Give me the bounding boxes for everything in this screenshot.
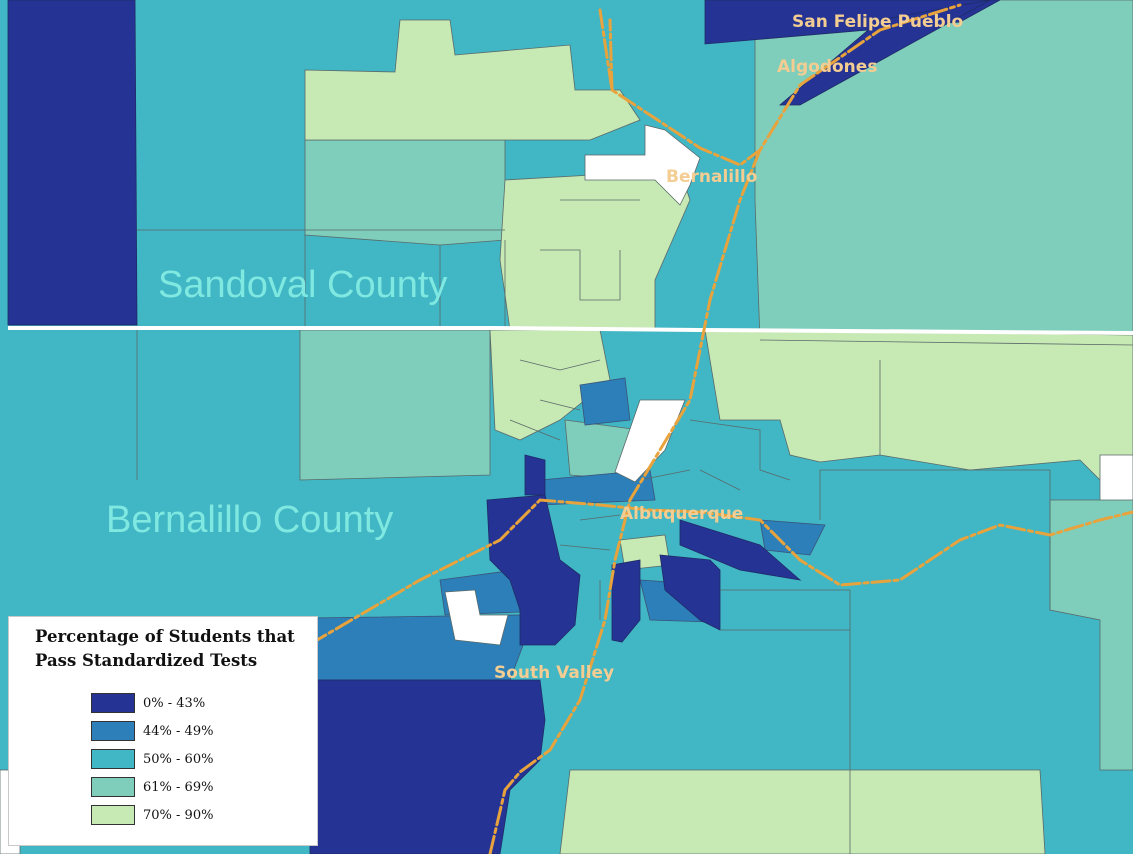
map-legend: Percentage of Students that Pass Standar… <box>8 616 318 846</box>
region-south-valley-gap <box>444 589 509 646</box>
region-central-south <box>611 559 641 643</box>
label-san-felipe-pueblo: San Felipe Pueblo <box>792 12 963 32</box>
region-southwest-large <box>309 679 546 854</box>
legend-swatch <box>91 777 135 797</box>
label-bernalillo-county: Bernalillo County <box>106 499 393 541</box>
tract-line <box>819 469 1051 610</box>
region-north-central <box>304 19 641 141</box>
legend-swatch <box>91 805 135 825</box>
tract-line <box>559 514 621 620</box>
legend-item-0-43: 0% - 43% <box>91 692 205 714</box>
road-i25 <box>598 3 962 167</box>
region-west-blocks <box>579 377 631 426</box>
label-algodones: Algodones <box>777 57 877 77</box>
tract-line <box>720 589 851 854</box>
regions-0-43 <box>7 0 1001 854</box>
road-i25-south <box>488 148 762 854</box>
region-south-mesa <box>559 769 1046 854</box>
region-ne-large <box>754 0 1133 341</box>
label-south-valley: South Valley <box>494 663 614 683</box>
tract-line <box>509 359 601 441</box>
tract-line <box>540 199 640 301</box>
legend-item-50-60: 50% - 60% <box>91 748 213 770</box>
tract-boundaries <box>136 199 1133 854</box>
legend-label: 70% - 90% <box>143 807 214 823</box>
region-far-west <box>7 0 138 326</box>
legend-label: 61% - 69% <box>143 779 214 795</box>
legend-item-70-90: 70% - 90% <box>91 804 213 826</box>
tract-line <box>759 339 1133 455</box>
label-bernalillo: Bernalillo <box>666 167 757 187</box>
region-ne-heights <box>704 329 1133 481</box>
legend-swatch <box>91 693 135 713</box>
region-east-edge-white <box>1099 454 1133 501</box>
region-kirtland-strip <box>679 519 802 581</box>
roads <box>208 3 1133 854</box>
label-albuquerque: Albuquerque <box>620 504 743 524</box>
region-central-east <box>759 519 826 556</box>
tract-line <box>639 419 791 491</box>
region-sandoval-west <box>304 139 506 246</box>
region-south-valley-core <box>486 494 581 646</box>
county-boundary <box>8 326 1133 335</box>
region-bernalillo-west <box>299 329 491 481</box>
tract-line <box>136 229 505 480</box>
region-bernalillo-town <box>584 124 701 206</box>
legend-label: 50% - 60% <box>143 751 214 767</box>
legend-label: 0% - 43% <box>143 695 206 711</box>
legend-item-44-49: 44% - 49% <box>91 720 213 742</box>
road-i40 <box>208 498 1133 712</box>
legend-swatch <box>91 749 135 769</box>
legend-title: Percentage of Students that Pass Standar… <box>35 627 295 670</box>
regions-70-90 <box>304 19 1133 854</box>
legend-label: 44% - 49% <box>143 723 214 739</box>
label-sandoval-county: Sandoval County <box>158 264 447 306</box>
road-north-branch <box>608 18 614 92</box>
regions-61-69 <box>299 0 1133 771</box>
legend-item-61-69: 61% - 69% <box>91 776 213 798</box>
region-top-right <box>704 0 1001 45</box>
tract-line <box>304 235 506 330</box>
region-west-notch <box>524 454 546 496</box>
legend-swatch <box>91 721 135 741</box>
